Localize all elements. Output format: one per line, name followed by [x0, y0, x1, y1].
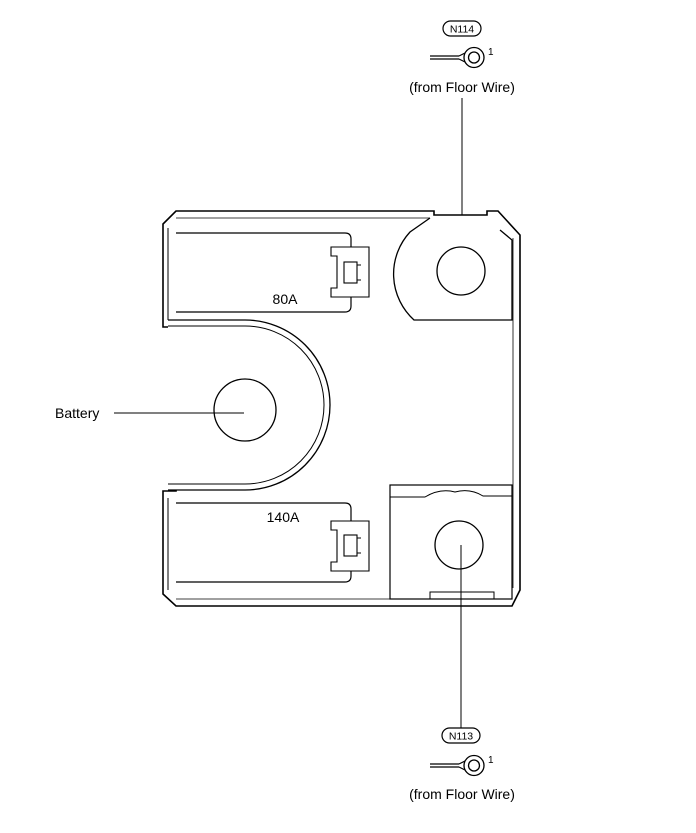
connector-n113: N113 1 (from Floor Wire): [409, 727, 515, 802]
connector-n113-pin: 1: [488, 755, 494, 766]
terminal-n113-stud-hole: [434, 520, 484, 570]
connector-n114: N114 1 (from Floor Wire): [409, 20, 515, 95]
terminal-n114: [392, 217, 513, 321]
connector-n114-code: N114: [450, 24, 474, 36]
connector-n113-code: N113: [449, 731, 473, 743]
ring-terminal-icon: [430, 754, 485, 777]
battery-terminal: [168, 319, 331, 491]
connector-n114-tag-frame: [442, 20, 482, 37]
connector-n113-tag-frame: [441, 727, 481, 744]
fuse-140a-rating: 140A: [267, 509, 300, 525]
ring-terminal-icon: [430, 46, 485, 69]
terminal-n113: [389, 484, 513, 600]
fuse-140a: [176, 502, 370, 583]
connector-n114-pin: 1: [488, 47, 494, 58]
fuse-80a-rating: 80A: [273, 291, 299, 307]
fuse-80a: [176, 232, 370, 313]
battery-label: Battery: [55, 405, 99, 421]
connector-n113-note: (from Floor Wire): [409, 786, 515, 802]
battery-stud-hole: [213, 378, 277, 442]
terminal-n114-stud-hole: [436, 246, 486, 296]
connector-n114-note: (from Floor Wire): [409, 79, 515, 95]
